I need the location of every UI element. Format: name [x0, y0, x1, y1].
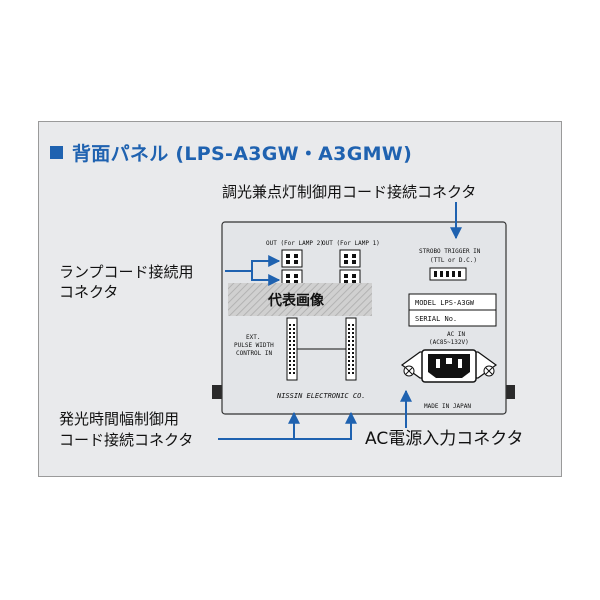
made-in-label: MADE IN JAPAN — [424, 403, 471, 410]
arrow-lamp-lower — [251, 271, 281, 286]
foot-right — [505, 385, 515, 399]
out-lamp2-label: OUT (For LAMP 2) — [266, 240, 324, 247]
out-lamp1-label: OUT (For LAMP 1) — [322, 240, 380, 247]
callout-trigger-connector: 調光兼点灯制御用コード接続コネクタ — [222, 183, 477, 201]
control-in-label: CONTROL IN — [236, 350, 273, 357]
serial-plate — [408, 309, 497, 327]
callout-ac-connector: AC電源入力コネクタ — [365, 429, 524, 449]
pulse-width-label: PULSE WIDTH — [234, 342, 274, 349]
ac-in-label: AC IN — [447, 331, 465, 338]
ext-label: EXT. — [246, 334, 260, 341]
pulse-connector-right — [345, 317, 357, 381]
model-label: MODEL LPS-A3GW — [415, 299, 475, 307]
ttl-dc-label: (TTL or D.C.) — [430, 257, 477, 264]
strobo-trigger-label: STROBO TRIGGER IN — [419, 248, 481, 255]
pulse-connector-left — [286, 317, 298, 381]
strobo-trigger-connector — [429, 267, 467, 281]
callout-pulse-connector-line1: 発光時間幅制御用 — [59, 410, 180, 428]
callout-pulse-connector-line2: コード接続コネクタ — [59, 431, 194, 449]
title-square-icon — [50, 145, 63, 159]
watermark-label: 代表画像 — [268, 293, 324, 309]
figure-title-row: 背面パネル (LPS-A3GW・A3GMW) — [50, 140, 413, 165]
arrow-lamp-upper — [225, 255, 281, 272]
serial-label: SERIAL No. — [415, 315, 457, 323]
callout-lamp-connector-line2: コネクタ — [59, 283, 119, 301]
ac-inlet — [400, 349, 498, 383]
lamp-connector-1b — [339, 269, 361, 288]
ac-range-label: (AC85~132V) — [429, 339, 469, 346]
callout-lamp-connector-line1: ランプコード接続用 — [59, 263, 194, 281]
lamp-connector-2a — [281, 249, 303, 268]
lamp-connector-1a — [339, 249, 361, 268]
maker-label: NISSIN ELECTRONIC CO. — [276, 392, 366, 400]
arrow-pulse-right — [294, 411, 357, 440]
watermark-band — [228, 283, 372, 316]
foot-left — [212, 385, 222, 399]
lamp-connector-2b — [281, 269, 303, 288]
figure-title: 背面パネル (LPS-A3GW・A3GMW) — [72, 142, 413, 165]
